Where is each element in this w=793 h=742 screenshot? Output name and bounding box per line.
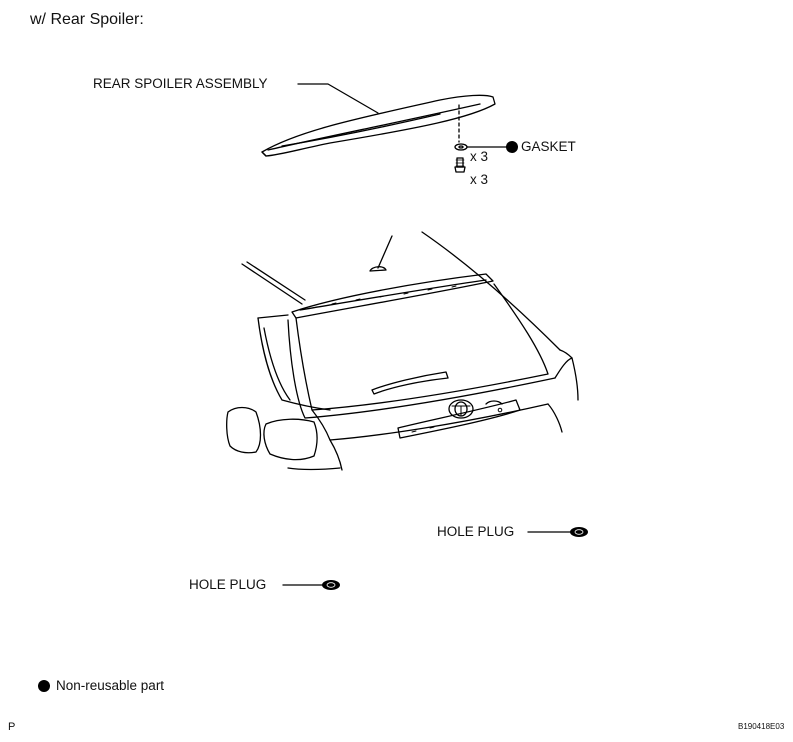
vehicle-rear-view bbox=[226, 231, 579, 471]
label-rear-spoiler-assembly: REAR SPOILER ASSEMBLY bbox=[93, 76, 268, 91]
label-hole-plug-lower: HOLE PLUG bbox=[189, 577, 267, 592]
gasket-icon bbox=[454, 143, 468, 151]
footer-left-mark: P bbox=[8, 721, 16, 733]
legend-bullet-icon bbox=[38, 680, 50, 692]
bolt-icon bbox=[454, 157, 466, 173]
spoiler-leader-line bbox=[297, 83, 379, 114]
non-reusable-marker-gasket bbox=[506, 141, 518, 153]
page-heading: w/ Rear Spoiler: bbox=[30, 11, 144, 28]
legend-non-reusable-text: Non-reusable part bbox=[56, 678, 165, 693]
figure-id: B190418E03 bbox=[738, 722, 785, 731]
label-hole-plug-upper: HOLE PLUG bbox=[437, 524, 515, 539]
label-gasket: GASKET bbox=[521, 139, 576, 154]
hole-plug-lower-icon bbox=[322, 580, 340, 590]
hole-plug-upper-icon bbox=[570, 527, 588, 537]
label-gasket-qty: x 3 bbox=[470, 149, 489, 164]
spoiler-part bbox=[261, 94, 496, 157]
label-bolt-qty: x 3 bbox=[470, 172, 489, 187]
